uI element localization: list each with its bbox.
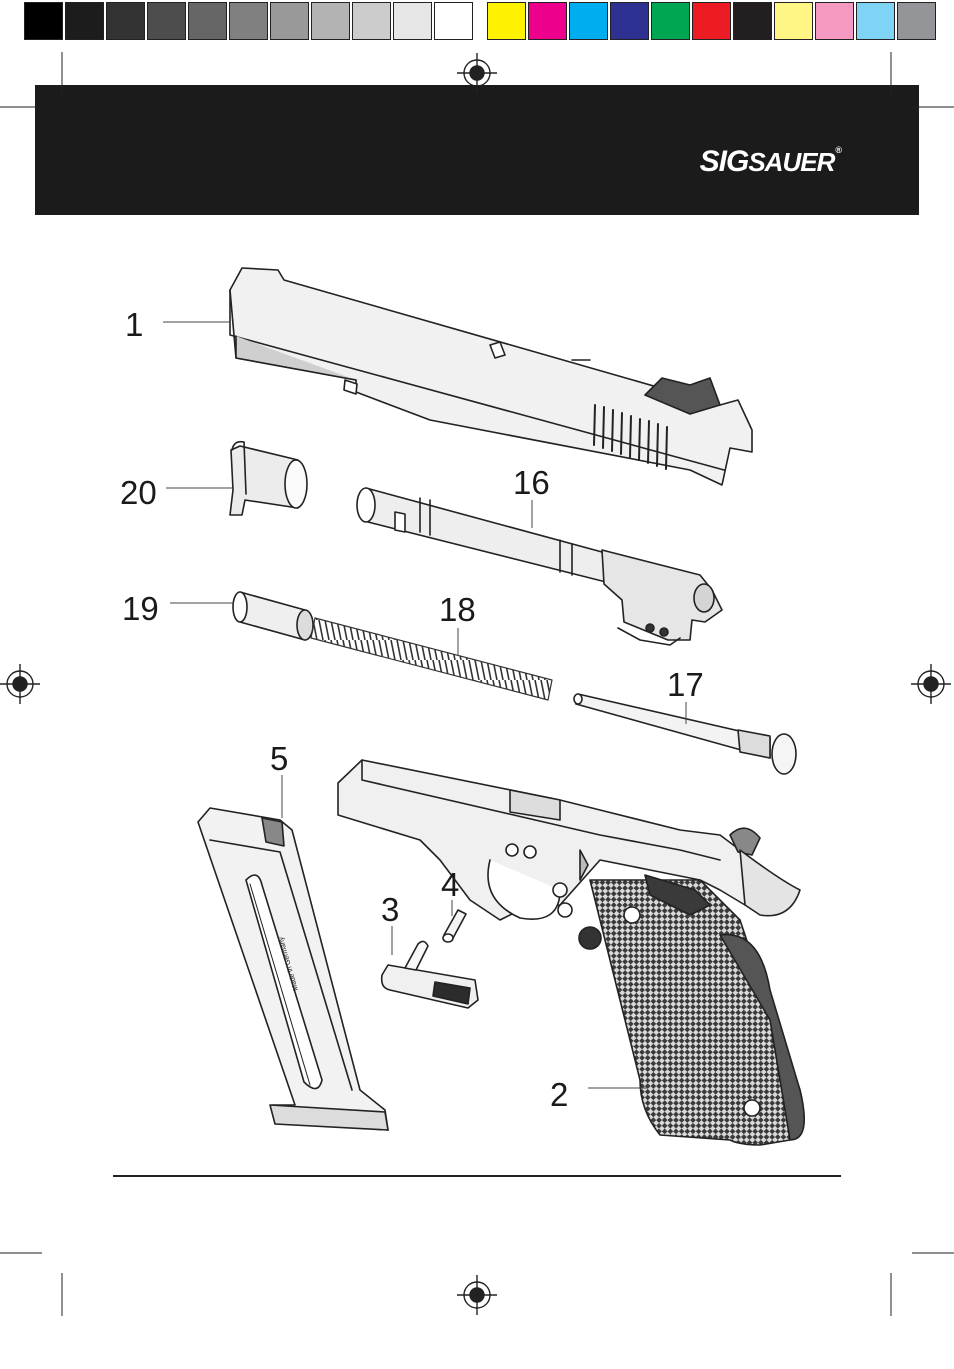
callout-number-18: 18 — [439, 591, 476, 628]
callout-number-5: 5 — [270, 740, 288, 777]
registration-mark-left — [0, 664, 40, 704]
part-guide-rod — [574, 694, 796, 774]
callout-number-4: 4 — [441, 866, 459, 903]
callout-number-3: 3 — [381, 891, 399, 928]
crop-marks — [0, 52, 954, 1316]
part-recoil-spring — [311, 618, 552, 700]
callout-number-20: 20 — [120, 474, 157, 511]
part-slide — [230, 268, 752, 485]
footer-divider — [113, 1175, 841, 1177]
part-barrel — [357, 488, 722, 645]
callout-number-16: 16 — [513, 464, 550, 501]
part-slide-stop — [382, 941, 478, 1008]
part-barrel-bushing — [230, 442, 307, 515]
callout-number-1: 1 — [125, 306, 143, 343]
callout-number-17: 17 — [667, 666, 704, 703]
registration-mark-top — [457, 53, 497, 93]
part-pin — [443, 910, 466, 942]
callout-number-19: 19 — [122, 590, 159, 627]
callout-number-2: 2 — [550, 1076, 568, 1113]
registration-mark-bottom — [457, 1275, 497, 1315]
registration-mark-right — [911, 664, 951, 704]
part-spring-plug — [233, 592, 313, 640]
part-frame — [338, 760, 804, 1145]
